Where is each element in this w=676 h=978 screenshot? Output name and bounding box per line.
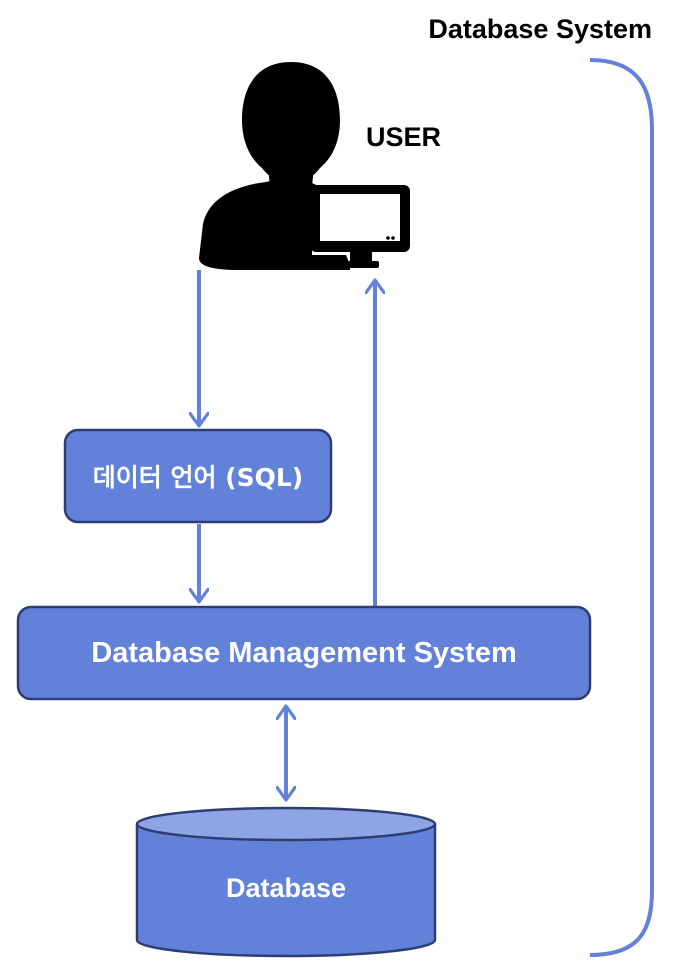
diagram-title: Database System (428, 14, 652, 44)
dbms-box (16, 605, 592, 701)
dbms-label: Database Management System (91, 636, 517, 669)
database-cylinder (135, 806, 437, 958)
system-bracket (589, 58, 654, 957)
user-label: USER (366, 122, 442, 152)
user-icon (199, 62, 350, 270)
sql-box (63, 428, 333, 524)
database-label: Database (225, 872, 347, 903)
monitor-icon (310, 185, 410, 268)
user-body-icon (199, 180, 350, 270)
sql-label: 데이터 언어 (SQL) (92, 463, 304, 492)
user-head-icon (242, 62, 340, 182)
